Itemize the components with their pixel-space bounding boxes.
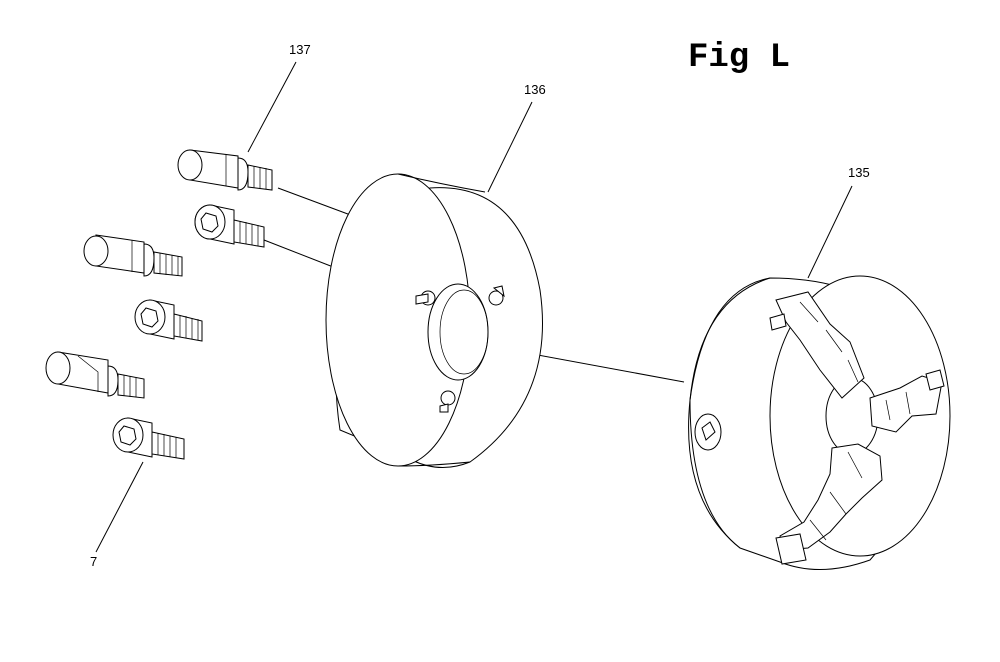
callout-137: 137 [289, 42, 311, 57]
figure-title: Fig L [688, 39, 790, 77]
back-plate-part-136 [325, 173, 543, 468]
chuck-jaw-lower [775, 443, 883, 565]
three-jaw-chuck-part-135 [688, 275, 951, 570]
pin-part-137-middle [83, 234, 183, 277]
keyhole-slot [415, 290, 436, 306]
pin-part-137-bottom [45, 351, 145, 399]
chuck-jaw-upper [769, 291, 865, 399]
pin-part-137-top [177, 149, 273, 191]
leader-lines [95, 61, 853, 553]
cap-screw-top [194, 204, 265, 248]
chuck-jaw-right [869, 369, 945, 433]
keyhole-slot [488, 285, 505, 306]
cap-screw-part-7 [112, 417, 185, 460]
keyhole-slot [439, 390, 456, 413]
callout-7: 7 [90, 554, 97, 569]
cap-screw-middle [134, 299, 203, 342]
callout-135: 135 [848, 165, 870, 180]
chuck-key-socket [694, 413, 722, 451]
callout-136: 136 [524, 82, 546, 97]
